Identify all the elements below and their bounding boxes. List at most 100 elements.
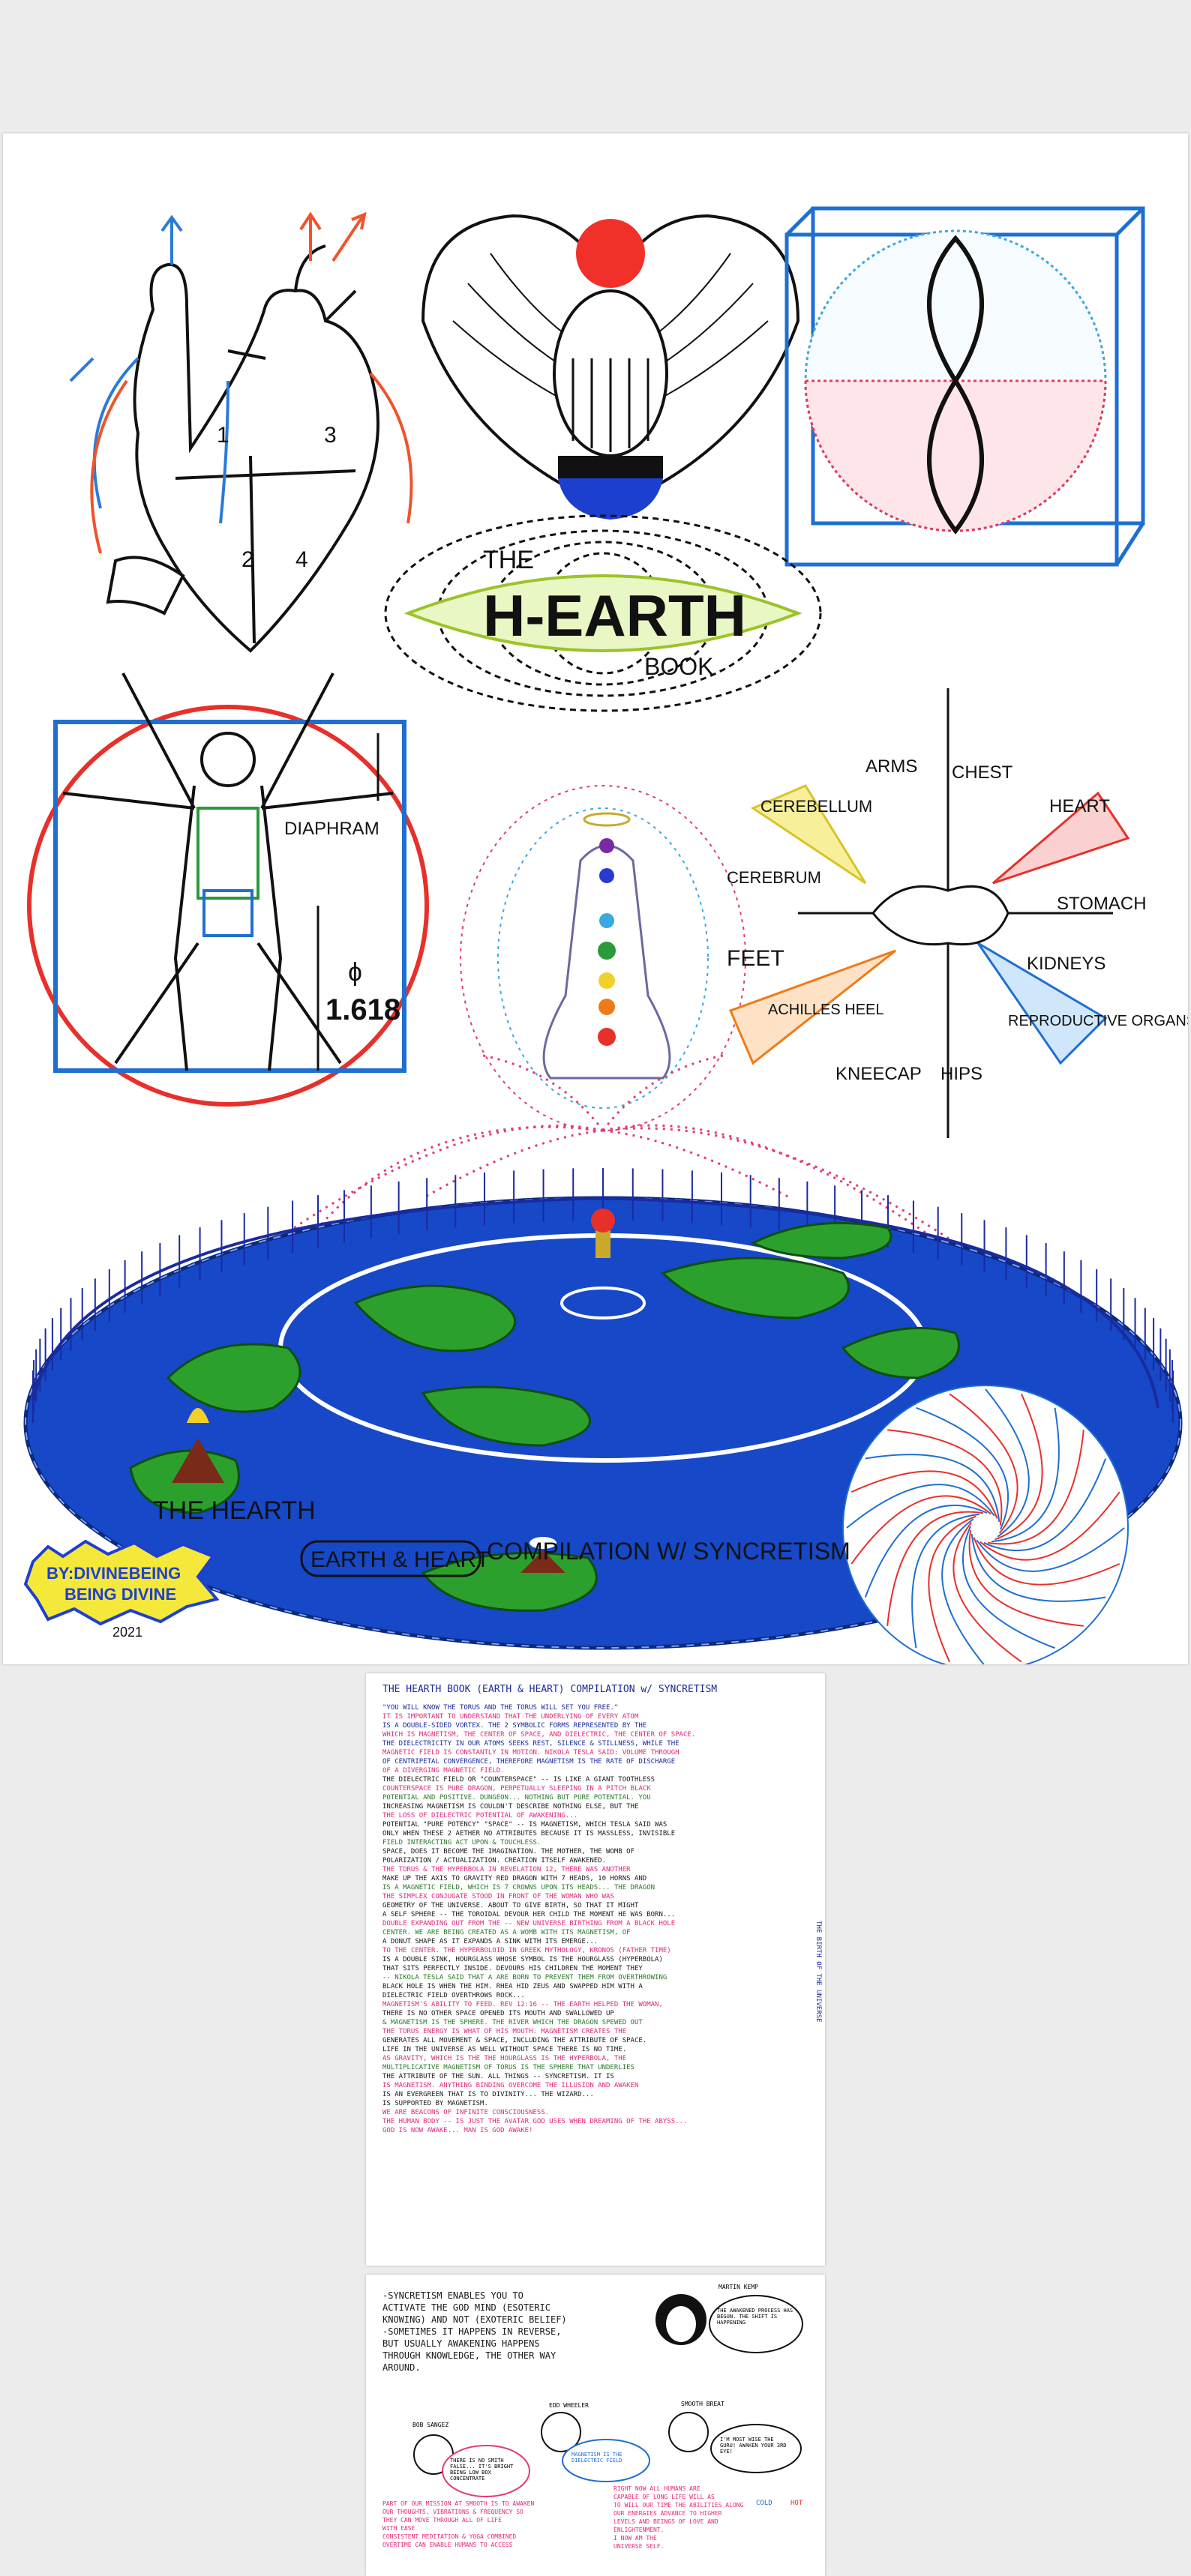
text-line: THE ATTRIBUTE OF THE SUN. ALL THINGS -- … (382, 2073, 614, 2080)
text-line: THAT SITS PERFECTLY INSIDE. DEVOURS HIS … (382, 1965, 643, 1972)
text-line: TO THE CENTER. THE HYPERBOLOID IN GREEK … (382, 1947, 671, 1954)
title-eye-shape (404, 574, 802, 652)
bubble-top-text: THE AWAKENED PROCESS HAS BEGUN. THE SHIF… (717, 2308, 794, 2326)
rosette-arc (973, 1537, 1120, 1586)
rosette-arc (952, 1522, 1022, 1663)
vitruvian-man-drawing (27, 672, 429, 1107)
text-line: AS GRAVITY, WHICH IS THE THE HOURGLASS I… (382, 2055, 627, 2062)
caption-earth-heart: EARTH & HEART (310, 1547, 490, 1572)
title-the: THE (483, 546, 534, 574)
caption-compilation: COMPILATION W/ SYNCRETISM (487, 1538, 850, 1565)
text-line: ACTIVATE THE GOD MIND (ESOTERIC (382, 2302, 550, 2313)
top-margin (0, 0, 1191, 133)
rosette-arc (994, 1393, 1043, 1541)
text-line: IS AN EVERGREEN THAT IS TO DIVINITY... T… (382, 2091, 594, 2098)
heart-arrows-blue (69, 214, 230, 524)
text-line: AROUND. (382, 2362, 421, 2373)
text-line: I NOW AM THE (614, 2535, 657, 2542)
fountain-spray (250, 1054, 1039, 1304)
text-line: IS A DOUBLE-SIDED VORTEX. THE 2 SYMBOLIC… (382, 1722, 647, 1730)
spiral-rosette (842, 1385, 1129, 1671)
rosette-arc (887, 1429, 1003, 1526)
text-line: THERE IS NO OTHER SPACE OPENED ITS MOUTH… (382, 2010, 614, 2017)
portrait-man-right (668, 2412, 709, 2452)
rosette-arc (976, 1527, 1125, 1572)
text-line: OF A DIVERGING MAGNETIC FIELD. (382, 1767, 505, 1775)
bubble-center-text: MAGNETISM IS THE DIELECTRIC FIELD (572, 2452, 622, 2464)
text-line: THE SIMPLEX CONJUGATE STOOD IN FRONT OF … (382, 1893, 614, 1901)
text-line: LIFE IN THE UNIVERSE AS WELL WITHOUT SPA… (382, 2046, 627, 2053)
rosette-arc (916, 1406, 1009, 1530)
author-badge (23, 1539, 220, 1626)
fountain-statue (591, 1209, 615, 1258)
name-left: BOB SANGEZ (412, 2422, 449, 2428)
text-line: THE HUMAN BODY -- IS JUST THE AVATAR GOD… (382, 2118, 688, 2125)
heart-chamber-1: 1 (217, 423, 230, 448)
bubble-left-text: THERE IS NO SMITH FALSE... IT'S BRIGHT B… (450, 2458, 514, 2482)
text-page-body: "YOU WILL KNOW THE TORUS AND THE TORUS W… (382, 1703, 802, 2251)
author-name: BY:DIVINEBEING (46, 1564, 181, 1583)
rosette-arc (846, 1484, 995, 1529)
rosette-arc (968, 1529, 1084, 1627)
title-book: BOOK (644, 653, 713, 680)
heart-chamber-2: 2 (242, 547, 254, 572)
label-reproductive: REPRODUCTIVE ORGANS (1008, 1013, 1188, 1029)
name-center: EDD WHEELER (549, 2402, 589, 2409)
text-line: MULTIPLICATIVE MAGNETISM OF TORUS IS THE… (382, 2064, 634, 2071)
text-line: POTENTIAL AND POSITIVE. DUNGEON... NOTHI… (382, 1794, 651, 1802)
text-line: BLACK HOLE IS WHEN THE HIM. RHEA HID ZEU… (382, 1983, 643, 1990)
text-line: POLARIZATION / ACTUALIZATION. CREATION I… (382, 1857, 607, 1865)
text-line: PART OF OUR MISSION AT SMOOTH IS TO AWAK… (382, 2500, 535, 2507)
label-heart: HEART (1049, 796, 1110, 816)
label-cerebellum: CEREBELLUM (760, 797, 872, 816)
label-cerebrum: CEREBRUM (727, 868, 821, 887)
text-line: GEOMETRY OF THE UNIVERSE. ABOUT TO GIVE … (382, 1902, 639, 1910)
cold-label: COLD (756, 2500, 772, 2507)
text-line: KNOWING) AND NOT (EXOTERIC BELIEF) (382, 2314, 567, 2325)
syncretism-figures (413, 2294, 803, 2497)
heart-chamber-3: 3 (324, 423, 337, 448)
rosette-arc (864, 1505, 988, 1598)
text-line: IS SUPPORTED BY MAGNETISM. (382, 2100, 488, 2107)
rosette-arc (949, 1393, 1018, 1534)
rosette-arc (985, 1388, 1030, 1538)
diaphragm-label: DIAPHRAM (284, 819, 380, 839)
text-line: IS A MAGNETIC FIELD, WHICH IS 7 CROWNS U… (382, 1884, 656, 1892)
text-line: GENERATES ALL MOVEMENT & SPACE, INCLUDIN… (382, 2037, 647, 2044)
text-page-side-note: THE BIRTH OF THE UNIVERSE (814, 1921, 822, 2023)
rosette-arc (850, 1470, 998, 1519)
golden-ratio-value: 1.618 (326, 993, 400, 1026)
bottom-left-text: PART OF OUR MISSION AT SMOOTH IS TO AWAK… (382, 2500, 608, 2549)
text-line: -- NIKOLA TESLA SAID THAT A ARE BORN TO … (382, 1974, 668, 1981)
speech-bubble-right (710, 2424, 802, 2473)
author-tagline: BEING DIVINE (64, 1585, 176, 1604)
hot-label: HOT (790, 2500, 803, 2507)
text-line: WE ARE BEACONS OF INFINITE CONSCIOUSNESS… (382, 2109, 550, 2116)
rosette-arc (941, 1518, 986, 1667)
text-line: IT IS IMPORTANT TO UNDERSTAND THAT THE U… (382, 1713, 639, 1721)
text-line: MAGNETISM'S ABILITY TO FEED. REV 12:16 -… (382, 2001, 663, 2008)
caption-box (300, 1540, 482, 1577)
text-line: MAKE UP THE AXIS TO GRAVITY RED DRAGON W… (382, 1875, 647, 1883)
text-line: OUR ENERGIES ADVANCE TO HIGHER (614, 2510, 722, 2517)
text-line: UNIVERSE SELF. (614, 2543, 664, 2550)
speech-bubble-left (442, 2445, 530, 2497)
text-line: OF CENTRIPETAL CONVERGENCE, THEREFORE MA… (382, 1758, 676, 1766)
text-line: IS MAGNETISM. ANYTHING BINDING OVERCOME … (382, 2082, 639, 2089)
text-line: MAGNETIC FIELD IS CONSTANTLY IN MOTION. … (382, 1749, 680, 1757)
rosette-arc (980, 1491, 1120, 1561)
text-line: SPACE, DOES IT BECOME THE IMAGINATION. T… (382, 1848, 634, 1856)
illustration-page: 1 2 3 4 THE (3, 133, 1191, 1671)
text-line: TO WILL OUR TIME THE ABILITIES ALONG (614, 2502, 744, 2509)
label-hips: HIPS (940, 1064, 982, 1084)
text-line: OUR THOUGHTS, VIBRATIONS & FREQUENCY SO (382, 2509, 524, 2515)
zodiac-body-map (728, 688, 1130, 1138)
text-line: A SELF SPHERE -- THE TOROIDAL DEVOUR HER… (382, 1911, 676, 1919)
speech-bubble-center (562, 2439, 650, 2482)
rosette-arc (911, 1513, 980, 1649)
text-line: -SOMETIMES IT HAPPENS IN REVERSE, (382, 2326, 562, 2337)
text-line: CAPABLE OF LONG LIFE WILL AS (614, 2494, 715, 2500)
rosette-arc (962, 1526, 1055, 1649)
